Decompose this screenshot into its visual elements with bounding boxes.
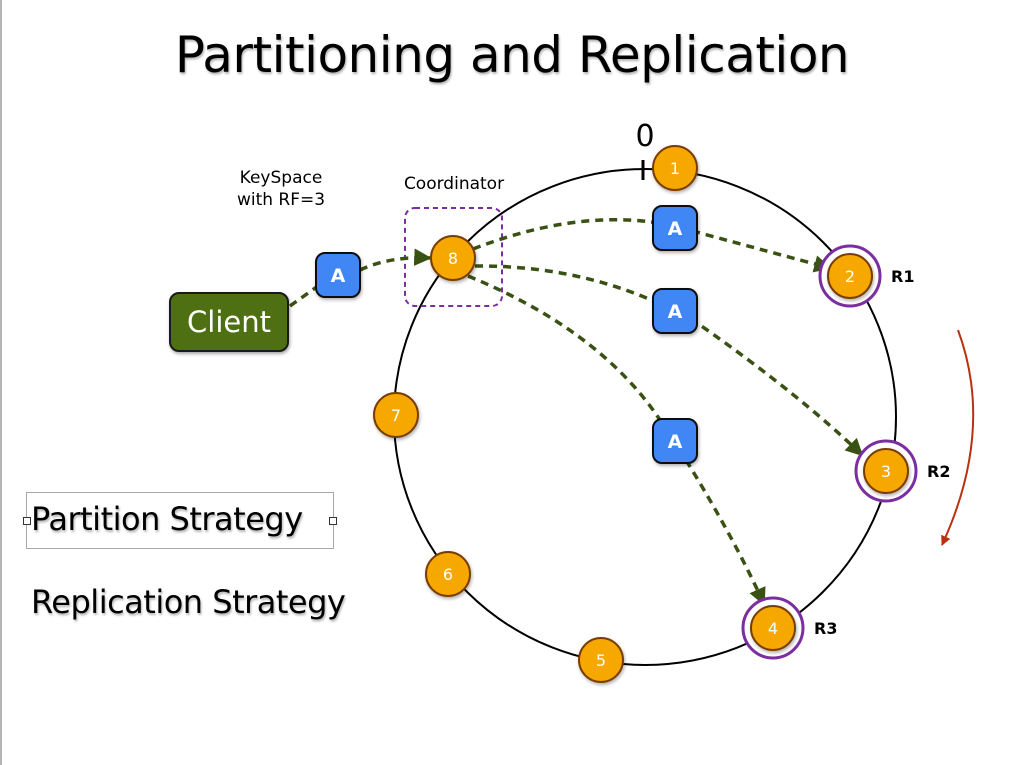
replication-strategy-label: Replication Strategy xyxy=(31,583,346,621)
node-circle[interactable] xyxy=(827,253,873,299)
node-circle[interactable] xyxy=(750,605,796,651)
node-label: 7 xyxy=(391,406,401,425)
node-circle[interactable] xyxy=(578,637,624,683)
node-circle[interactable] xyxy=(430,235,476,281)
ring-node-3[interactable]: 3 xyxy=(863,448,909,494)
node-circle[interactable] xyxy=(863,448,909,494)
ring-node-4[interactable]: 4 xyxy=(750,605,796,651)
node-circle[interactable] xyxy=(373,392,419,438)
resize-handle-left[interactable] xyxy=(23,517,31,525)
ring-node-8[interactable]: 8 xyxy=(430,235,476,281)
data-item-box[interactable] xyxy=(652,288,698,334)
coordinator-to-r2-arrow xyxy=(474,264,864,457)
ring-node-6[interactable]: 6 xyxy=(425,551,471,597)
token-zero-label: 0 xyxy=(635,119,654,154)
data-item-box[interactable] xyxy=(315,252,361,298)
node-label: 6 xyxy=(443,565,453,584)
ring-node-2[interactable]: 2 xyxy=(827,253,873,299)
data-item-r3[interactable]: A xyxy=(652,418,698,464)
data-item-label: A xyxy=(331,265,346,287)
replica-label-r3: R3 xyxy=(814,619,837,638)
client-to-item-arrow xyxy=(288,284,320,308)
data-item-label: A xyxy=(668,301,683,323)
data-item-r1[interactable]: A xyxy=(652,205,698,251)
item-to-coordinator-arrow xyxy=(359,248,432,272)
slide-title: Partitioning and Replication xyxy=(174,26,850,84)
coordinator-label: Coordinator xyxy=(404,174,504,194)
node-label: 5 xyxy=(596,651,606,670)
ring-node-5[interactable]: 5 xyxy=(578,637,624,683)
node-label: 8 xyxy=(448,249,458,268)
data-item-box[interactable] xyxy=(652,205,698,251)
coordinator-to-r3-arrow xyxy=(467,274,764,604)
node-label: 2 xyxy=(845,267,855,286)
data-item-box[interactable] xyxy=(652,418,698,464)
data-item-label: A xyxy=(668,431,683,453)
data-item-label: A xyxy=(668,218,683,240)
partition-strategy-label: Partition Strategy xyxy=(31,500,303,538)
client-node[interactable]: Client xyxy=(169,292,289,352)
replication-direction-arrow xyxy=(941,329,975,546)
node-circle[interactable] xyxy=(425,551,471,597)
partition-strategy-textbox[interactable] xyxy=(23,492,337,549)
replica-label-r1: R1 xyxy=(891,267,914,286)
data-item-r2[interactable]: A xyxy=(652,288,698,334)
replica-label-r2: R2 xyxy=(927,462,950,481)
ring-node-7[interactable]: 7 xyxy=(373,392,419,438)
node-label: 1 xyxy=(670,159,680,178)
data-item-client[interactable]: A xyxy=(315,252,361,298)
resize-handle-right[interactable] xyxy=(329,517,337,525)
node-circle[interactable] xyxy=(652,145,698,191)
keyspace-label-line2: with RF=3 xyxy=(237,190,325,210)
node-label: 3 xyxy=(881,462,891,481)
node-label: 4 xyxy=(768,619,778,638)
slide-left-border xyxy=(0,0,2,765)
keyspace-label-line1: KeySpace xyxy=(240,168,323,188)
coordinator-to-r1-arrow xyxy=(472,218,832,273)
ring-node-1[interactable]: 1 xyxy=(652,145,698,191)
